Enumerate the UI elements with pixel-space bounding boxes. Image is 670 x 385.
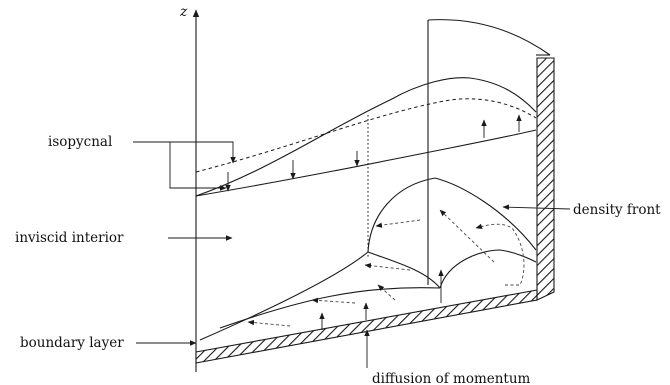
right-wall (536, 57, 555, 301)
boundary-layer-callout: boundary layer (20, 335, 197, 351)
upper-isopycnal-surface (195, 77, 537, 262)
inviscid-interior-label: inviscid interior (15, 230, 124, 246)
boundary-layer-label: boundary layer (20, 335, 124, 351)
boundary-layer-flow (247, 269, 444, 330)
z-axis: z (179, 4, 200, 372)
diffusion-of-momentum-label: diffusion of momentum (372, 371, 531, 385)
inviscid-interior-callout: inviscid interior (15, 230, 233, 246)
isopycnal-callout: isopycnal (48, 134, 236, 191)
density-front-callout: density front (502, 202, 661, 218)
sloping-bottom (195, 289, 538, 364)
z-axis-label: z (179, 4, 188, 20)
density-front (199, 177, 537, 341)
isopycnal-label: isopycnal (48, 134, 112, 150)
diffusion-of-momentum-callout: diffusion of momentum (364, 329, 531, 385)
density-front-label: density front (573, 202, 661, 218)
